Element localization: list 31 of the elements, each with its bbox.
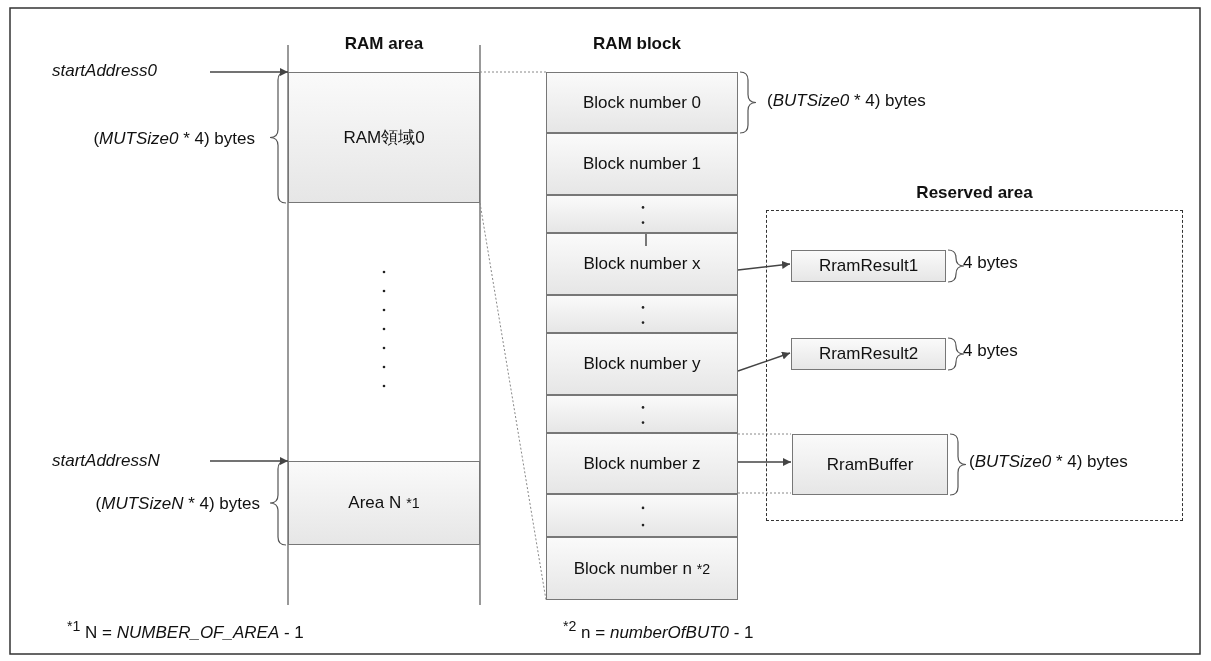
block-box: Block number z xyxy=(546,433,738,494)
block-box: Block number y xyxy=(546,333,738,395)
size-label: 4 bytes xyxy=(963,253,1018,273)
size-label: (BUTSize0 * 4) bytes xyxy=(767,91,926,111)
arrow xyxy=(737,458,792,466)
footnote: $^{*2}$ n = numberOfBUT0 - 1 xyxy=(562,618,754,643)
address-label: startAddressN xyxy=(52,451,160,471)
size-label: (BUTSize0 * 4) bytes xyxy=(969,452,1128,472)
memory-box: RramBuffer xyxy=(792,434,948,495)
memory-box: RramResult2 xyxy=(791,338,946,370)
address-label: startAddress0 xyxy=(52,61,157,81)
arrow xyxy=(209,68,289,76)
size-label: (MUTSize0 * 4) bytes xyxy=(93,129,255,149)
size-label: 4 bytes xyxy=(963,341,1018,361)
arrow xyxy=(737,260,791,271)
projection-line xyxy=(737,492,792,494)
size-label: (MUTSizeN * 4) bytes xyxy=(95,494,260,514)
area-heading: Reserved area xyxy=(916,183,1033,203)
block-box: Block number 0 xyxy=(546,72,738,133)
block-box: Block number x xyxy=(546,233,738,295)
area-box: RAM領域0 xyxy=(288,72,480,203)
block-box: Block number 1 xyxy=(546,133,738,195)
memory-box: RramResult1 xyxy=(791,250,946,282)
column-heading: RAM block xyxy=(593,34,681,54)
column-heading: RAM area xyxy=(344,34,424,54)
arrow xyxy=(737,351,791,372)
projection-line xyxy=(479,202,547,601)
projection-line xyxy=(479,71,547,73)
arrow xyxy=(209,457,289,465)
projection-line xyxy=(737,433,792,435)
footnote: $^{*1}$ N = NUMBER_OF_AREA - 1 xyxy=(66,618,304,643)
